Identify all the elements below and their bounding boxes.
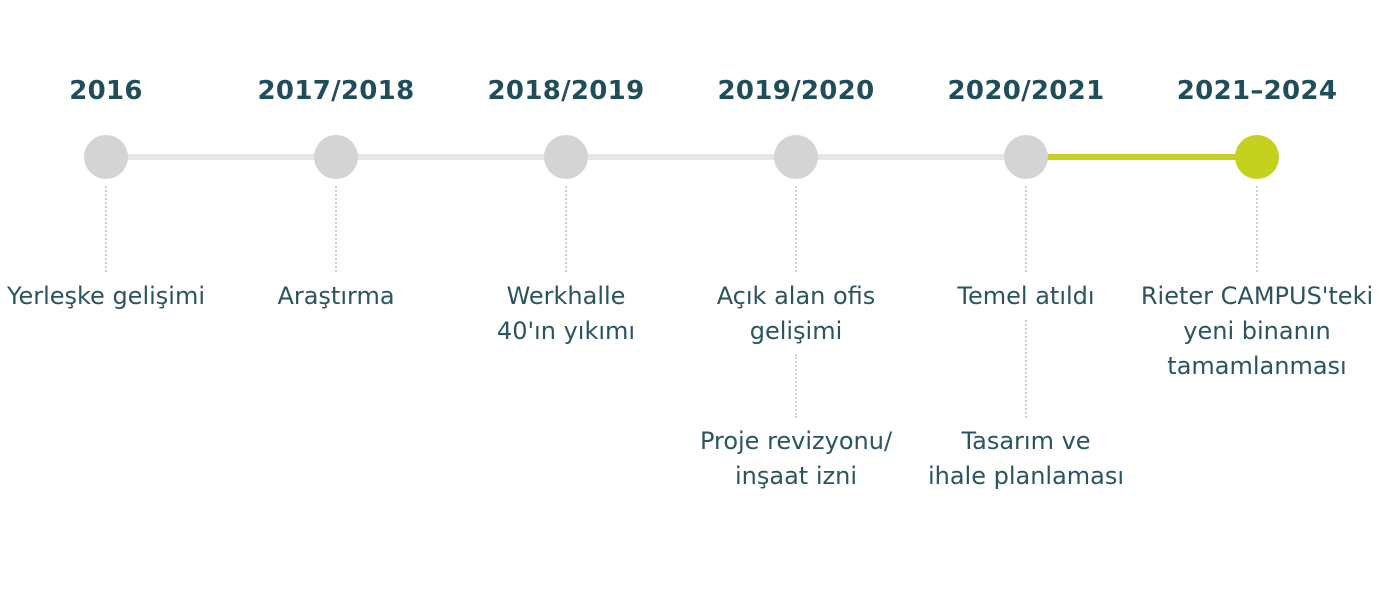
milestone-label: Temel atıldı (957, 282, 1095, 310)
timeline-track-active (1026, 154, 1257, 160)
milestone-dot (84, 135, 128, 179)
milestone-connector (565, 186, 567, 272)
milestone-year: 2021–2024 (1176, 76, 1338, 106)
milestone-year: 2020/2021 (947, 76, 1105, 106)
milestone-sublabel: Tasarım ve ihale planlaması (927, 427, 1125, 490)
milestone-year: 2017/2018 (257, 76, 415, 106)
milestone-year: 2019/2020 (717, 76, 875, 106)
milestone-dot-active (1235, 135, 1279, 179)
milestone-label: Araştırma (277, 282, 395, 310)
milestone-label: Açık alan ofis gelişimi (716, 282, 876, 345)
milestone-dot (774, 135, 818, 179)
milestone-dot (544, 135, 588, 179)
milestone-label: Rieter CAMPUS'teki yeni binanın tamamlan… (1140, 282, 1374, 380)
milestone-dot (314, 135, 358, 179)
milestone-connector (335, 186, 337, 272)
milestone-sublabel: Proje revizyonu/ inşaat izni (699, 427, 893, 490)
milestone-sub-connector (1025, 320, 1027, 418)
milestone-connector (1256, 186, 1258, 272)
milestone-label: Yerleşke gelişimi (6, 282, 206, 310)
milestone-year: 2016 (69, 76, 143, 106)
milestone-dot (1004, 135, 1048, 179)
milestone-connector (795, 186, 797, 272)
milestone-connector (1025, 186, 1027, 272)
milestone-connector (105, 186, 107, 272)
milestone-label: Werkhalle 40'ın yıkımı (496, 282, 636, 345)
milestone-year: 2018/2019 (487, 76, 645, 106)
milestone-sub-connector (795, 354, 797, 418)
